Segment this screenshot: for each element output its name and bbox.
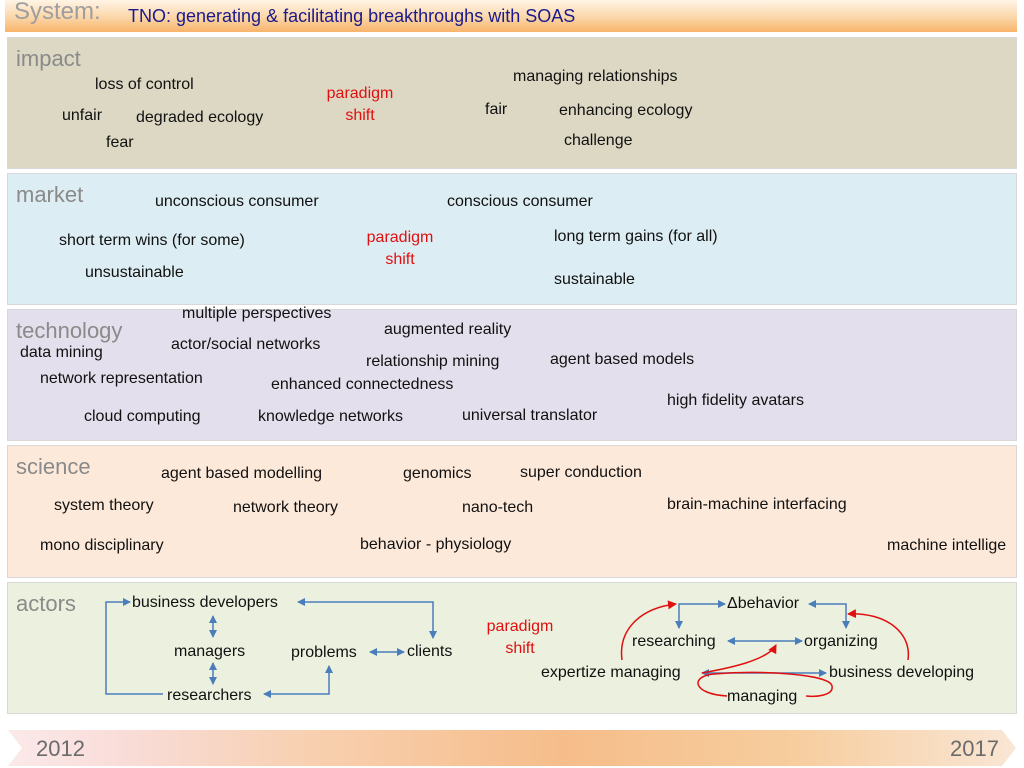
title-bar (5, 0, 1017, 32)
researching: researching (632, 633, 716, 650)
red-curve-right (847, 609, 910, 661)
shift-word: shift (505, 640, 535, 657)
knowledge-networks: knowledge networks (258, 408, 403, 425)
universal-translator: universal translator (462, 407, 598, 424)
clients: clients (407, 643, 453, 660)
fair: fair (485, 101, 508, 118)
red-curve-middle (701, 644, 777, 674)
loss-of-control: loss of control (95, 76, 194, 93)
paradigm-word: paradigm (486, 618, 554, 635)
shift-word: shift (345, 107, 375, 124)
enhanced-connectedness: enhanced connectedness (271, 376, 454, 393)
technology-label: technology (16, 318, 123, 343)
super-conduction: super conduction (520, 464, 642, 481)
multiple-perspectives: multiple perspectives (182, 305, 332, 322)
impact-band (7, 37, 1017, 169)
unfair: unfair (62, 107, 103, 124)
business-developers-clients-arrow (297, 598, 437, 639)
agent-based-modelling: agent based modelling (161, 465, 323, 482)
system-label: System: (14, 0, 101, 25)
enhancing-ecology: enhancing ecology (559, 102, 693, 119)
fear: fear (106, 134, 134, 151)
unsustainable: unsustainable (85, 264, 184, 281)
system-theory: system theory (54, 497, 154, 514)
shift-word: shift (385, 251, 415, 268)
network-representation: network representation (40, 370, 203, 387)
long-term-gains: long term gains (for all) (554, 228, 718, 245)
paradigm-word: paradigm (326, 85, 394, 102)
paradigm-word: paradigm (366, 229, 434, 246)
brain-machine-interfacing: brain-machine interfacing (667, 496, 847, 513)
impact-label: impact (16, 46, 81, 71)
expertize-managing: expertize managing (541, 664, 681, 681)
managers: managers (174, 643, 246, 660)
market-band (7, 173, 1017, 305)
sustainable: sustainable (554, 271, 635, 288)
end-year: 2017 (950, 736, 999, 761)
augmented-reality: augmented reality (384, 321, 512, 338)
actors-paradigm-shift: paradigm shift (478, 616, 562, 660)
researchers-to-business-developers-arrow (105, 598, 163, 695)
market-paradigm-shift: paradigm shift (358, 227, 442, 271)
page-title: TNO: generating & facilitating breakthro… (128, 6, 576, 26)
business-developers: business developers (132, 594, 278, 611)
genomics: genomics (403, 465, 472, 482)
science-label: science (16, 454, 91, 479)
business-developing: business developing (829, 664, 974, 681)
managing: managing (727, 688, 798, 705)
delta-behavior: Δbehavior (727, 595, 800, 612)
mono-disciplinary: mono disciplinary (40, 537, 164, 554)
timeline-arrow (8, 730, 1016, 766)
problems: problems (291, 644, 357, 661)
nano-tech: nano-tech (462, 499, 534, 516)
behavior-organizing-arrow (808, 600, 850, 629)
network-theory: network theory (233, 499, 338, 516)
data-mining: data mining (20, 344, 103, 361)
conscious-consumer: conscious consumer (447, 193, 593, 210)
researching-behavior-arrow (675, 600, 726, 629)
behavior-physiology: behavior - physiology (360, 536, 512, 553)
red-curve-left (620, 600, 677, 661)
managing-relationships: managing relationships (513, 68, 678, 85)
cloud-computing: cloud computing (84, 408, 201, 425)
start-year: 2012 (36, 736, 85, 761)
impact-paradigm-shift: paradigm shift (318, 83, 402, 127)
high-fidelity-avatars: high fidelity avatars (667, 392, 804, 409)
red-loop-managing (697, 671, 833, 698)
agent-based-models: agent based models (550, 351, 695, 368)
technology-band (7, 309, 1017, 441)
challenge: challenge (564, 132, 633, 149)
science-band (7, 445, 1017, 578)
researchers: researchers (167, 687, 252, 704)
machine-intelligence: machine intellige (887, 537, 1007, 554)
organizing: organizing (804, 633, 878, 650)
market-label: market (16, 182, 84, 207)
actors-label: actors (16, 591, 76, 616)
relationship-mining: relationship mining (366, 353, 500, 370)
actor-social-networks: actor/social networks (171, 336, 321, 353)
unconscious-consumer: unconscious consumer (155, 193, 319, 210)
short-term-wins: short term wins (for some) (59, 232, 245, 249)
degraded-ecology: degraded ecology (136, 109, 264, 126)
researchers-problems-arrow (263, 665, 333, 698)
